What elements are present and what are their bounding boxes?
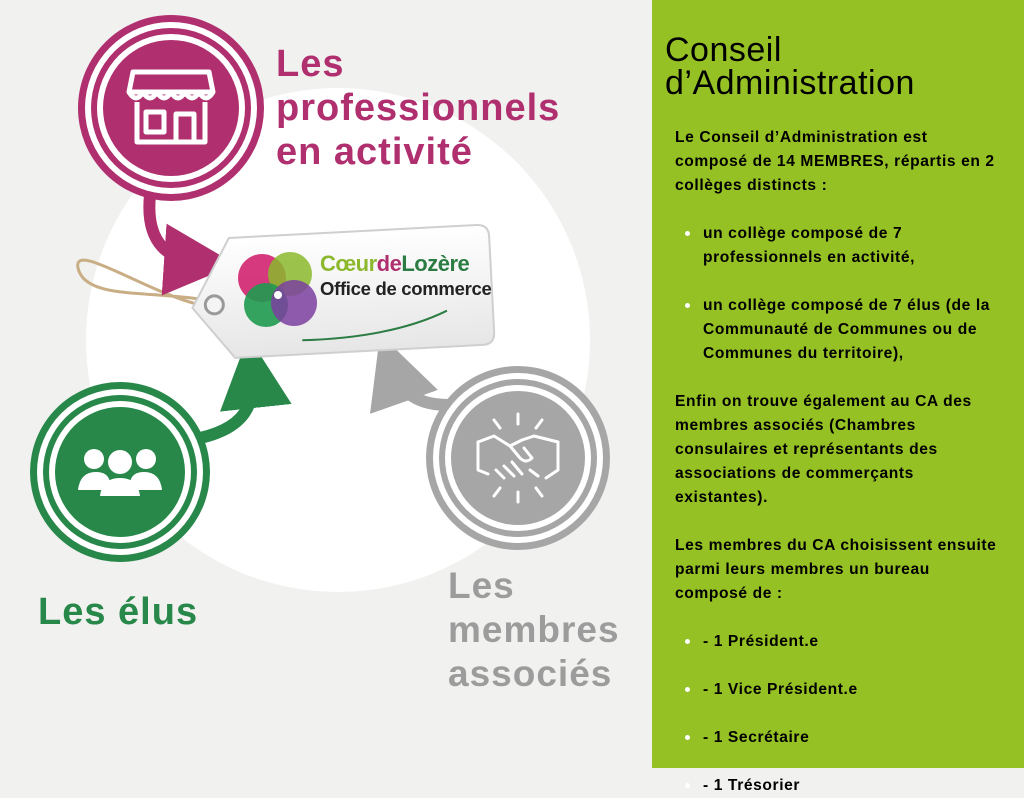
badge-elus <box>30 382 210 562</box>
bureau-item: - 1 Président.e <box>685 630 1005 654</box>
college-item: un collège composé de 7 élus (de la Comm… <box>685 294 1005 366</box>
label-line: Les <box>276 43 345 85</box>
panel-body: Le Conseil d’Administration est composé … <box>675 126 1005 798</box>
tag-swoosh <box>302 309 448 342</box>
people-group-icon <box>78 449 162 496</box>
panel-bureau-intro: Les membres du CA choisissent ensuite pa… <box>675 537 997 602</box>
panel-intro: Le Conseil d’Administration est composé … <box>675 129 995 194</box>
badge-associes <box>426 366 610 550</box>
panel-title: Conseil d’Administration <box>665 31 1015 102</box>
arrow-associes <box>370 334 449 414</box>
tag-string <box>76 258 206 308</box>
diagram-graphics <box>30 15 610 592</box>
panel-title-line: Conseil <box>665 31 782 69</box>
tag-brand-part-1: Cœur <box>320 251 377 276</box>
badge-professionnels <box>78 15 264 201</box>
label-professionnels: Les professionnels en activité <box>276 42 636 174</box>
shop-icon <box>126 69 216 145</box>
tag-brand-part-3: Lozère <box>401 251 470 276</box>
label-line: en activité <box>276 131 473 173</box>
label-line: Les <box>448 565 515 606</box>
info-panel <box>652 0 1024 768</box>
arrow-professionnels <box>143 194 236 296</box>
label-line: Les élus <box>38 591 199 633</box>
bureau-list: - 1 Président.e - 1 Vice Président.e - 1… <box>675 630 1005 798</box>
college-item: un collège composé de 7 professionnels e… <box>685 222 1005 270</box>
label-line: associés <box>448 653 613 694</box>
tag-brand: CœurdeLozère <box>320 251 470 276</box>
infographic: CœurdeLozère Office de commerce Les prof… <box>30 0 1024 794</box>
tag-eyelet <box>203 294 225 316</box>
label-line: professionnels <box>276 87 561 129</box>
logo-circles <box>238 252 317 327</box>
label-associes: Les membres associés <box>448 564 648 696</box>
bureau-item: - 1 Trésorier <box>685 774 1005 798</box>
college-list: un collège composé de 7 professionnels e… <box>675 222 1005 366</box>
handshake-icon <box>476 412 560 504</box>
bureau-item: - 1 Vice Président.e <box>685 678 1005 702</box>
tag-brand-part-2: de <box>376 251 402 276</box>
label-elus: Les élus <box>38 590 298 634</box>
tag-subtitle: Office de commerce <box>320 278 492 299</box>
label-line: membres <box>448 609 620 650</box>
panel-associates: Enfin on trouve également au CA des memb… <box>675 393 972 506</box>
arrow-elus <box>188 336 292 446</box>
bureau-item: - 1 Secrétaire <box>685 726 1005 750</box>
panel-title-line: d’Administration <box>665 64 915 102</box>
